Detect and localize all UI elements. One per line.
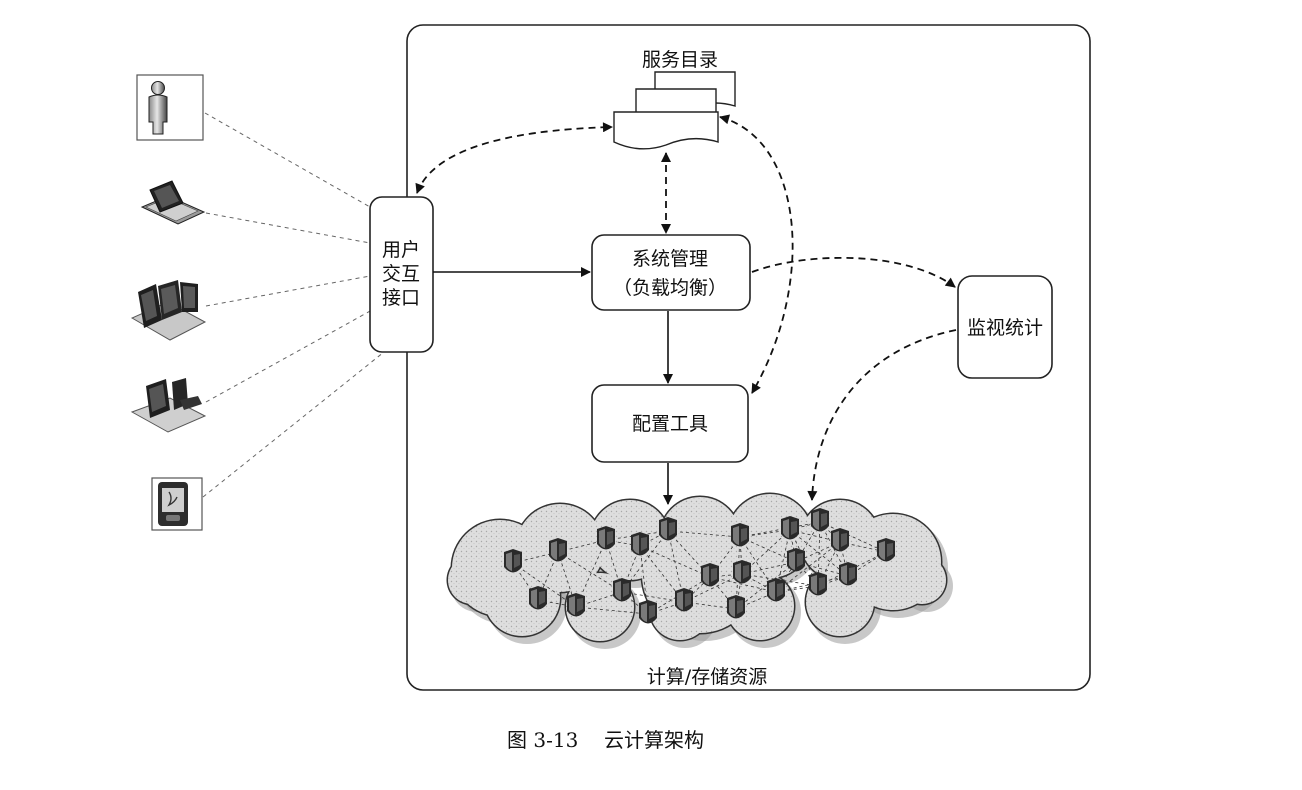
server-icon bbox=[631, 532, 649, 556]
client-link bbox=[205, 309, 373, 403]
cloud-part bbox=[484, 560, 560, 636]
server-icon bbox=[613, 578, 631, 602]
arrow-catalog-config bbox=[719, 114, 794, 394]
server-icon bbox=[529, 586, 547, 610]
desktop-cluster-icon bbox=[130, 280, 207, 341]
service-catalog-docs bbox=[613, 71, 736, 150]
mesh-link bbox=[775, 529, 791, 593]
server-icon bbox=[733, 560, 751, 584]
user-interface-label-line2: 交互 bbox=[382, 263, 420, 285]
server-icon bbox=[839, 562, 857, 586]
mesh-link bbox=[819, 521, 887, 553]
client-link bbox=[202, 351, 385, 498]
client-links bbox=[202, 112, 385, 498]
cloud-part bbox=[448, 556, 496, 604]
person-icon bbox=[136, 74, 204, 141]
mesh-link bbox=[709, 576, 777, 593]
arrow-interface-catalog bbox=[415, 122, 613, 194]
user-interface-label-line1: 用户 bbox=[382, 239, 420, 261]
system-management-label: 系统管理 bbox=[632, 248, 708, 270]
server-icon bbox=[597, 526, 615, 550]
user-interface-label-line3: 接口 bbox=[382, 287, 420, 309]
server-icon bbox=[809, 572, 827, 596]
server-icon bbox=[831, 528, 849, 552]
server-icon bbox=[731, 523, 749, 547]
server-icon bbox=[787, 548, 805, 572]
mesh-link bbox=[739, 521, 821, 538]
connectors bbox=[415, 114, 957, 505]
server-icon bbox=[549, 538, 567, 562]
server-icon bbox=[877, 538, 895, 562]
server-icon bbox=[675, 588, 693, 612]
arrow-management-monitor bbox=[751, 256, 956, 288]
server-icon bbox=[659, 517, 677, 541]
arrow-monitor-resources bbox=[807, 329, 957, 501]
mesh-link bbox=[667, 530, 741, 538]
service-catalog-label: 服务目录 bbox=[642, 49, 718, 71]
mesh-link bbox=[739, 536, 797, 563]
resources-label: 计算/存储资源 bbox=[647, 666, 767, 688]
pda-icon bbox=[151, 477, 203, 531]
mesh-link bbox=[512, 562, 577, 608]
laptop-icon bbox=[140, 180, 206, 225]
mesh-link bbox=[621, 591, 685, 603]
user-interface-box bbox=[369, 196, 434, 353]
figure-title: 云计算架构 bbox=[604, 728, 704, 752]
mesh-link bbox=[775, 541, 841, 593]
config-tool-box bbox=[591, 384, 749, 463]
server-icon bbox=[767, 578, 785, 602]
load-balancing-label: （负载均衡） bbox=[613, 277, 727, 299]
client-link bbox=[205, 212, 371, 244]
mesh-link bbox=[683, 573, 743, 603]
figure-number: 图 3-13 bbox=[507, 728, 578, 752]
mesh-link bbox=[557, 551, 623, 593]
server-icon bbox=[504, 549, 522, 573]
config-tool-label: 配置工具 bbox=[632, 413, 708, 435]
server-icon bbox=[811, 508, 829, 532]
client-link bbox=[205, 275, 371, 307]
mesh-link bbox=[575, 606, 649, 615]
mesh-link bbox=[817, 521, 821, 587]
server-icon bbox=[701, 563, 719, 587]
client-link bbox=[204, 112, 371, 208]
server-icon bbox=[567, 593, 585, 617]
cloud-part bbox=[898, 556, 946, 604]
mesh-link bbox=[735, 561, 797, 610]
cloud-platform-frame bbox=[406, 24, 1091, 691]
mesh-link bbox=[621, 530, 669, 593]
mesh-link bbox=[667, 530, 711, 578]
server-icon bbox=[639, 600, 657, 624]
server-icon bbox=[781, 516, 799, 540]
monitor-label: 监视统计 bbox=[967, 317, 1043, 339]
monitor-box bbox=[957, 275, 1053, 379]
resource-cloud bbox=[446, 492, 953, 649]
mesh-link bbox=[819, 521, 841, 543]
desktop-icon bbox=[130, 378, 207, 433]
server-icon bbox=[727, 595, 745, 619]
